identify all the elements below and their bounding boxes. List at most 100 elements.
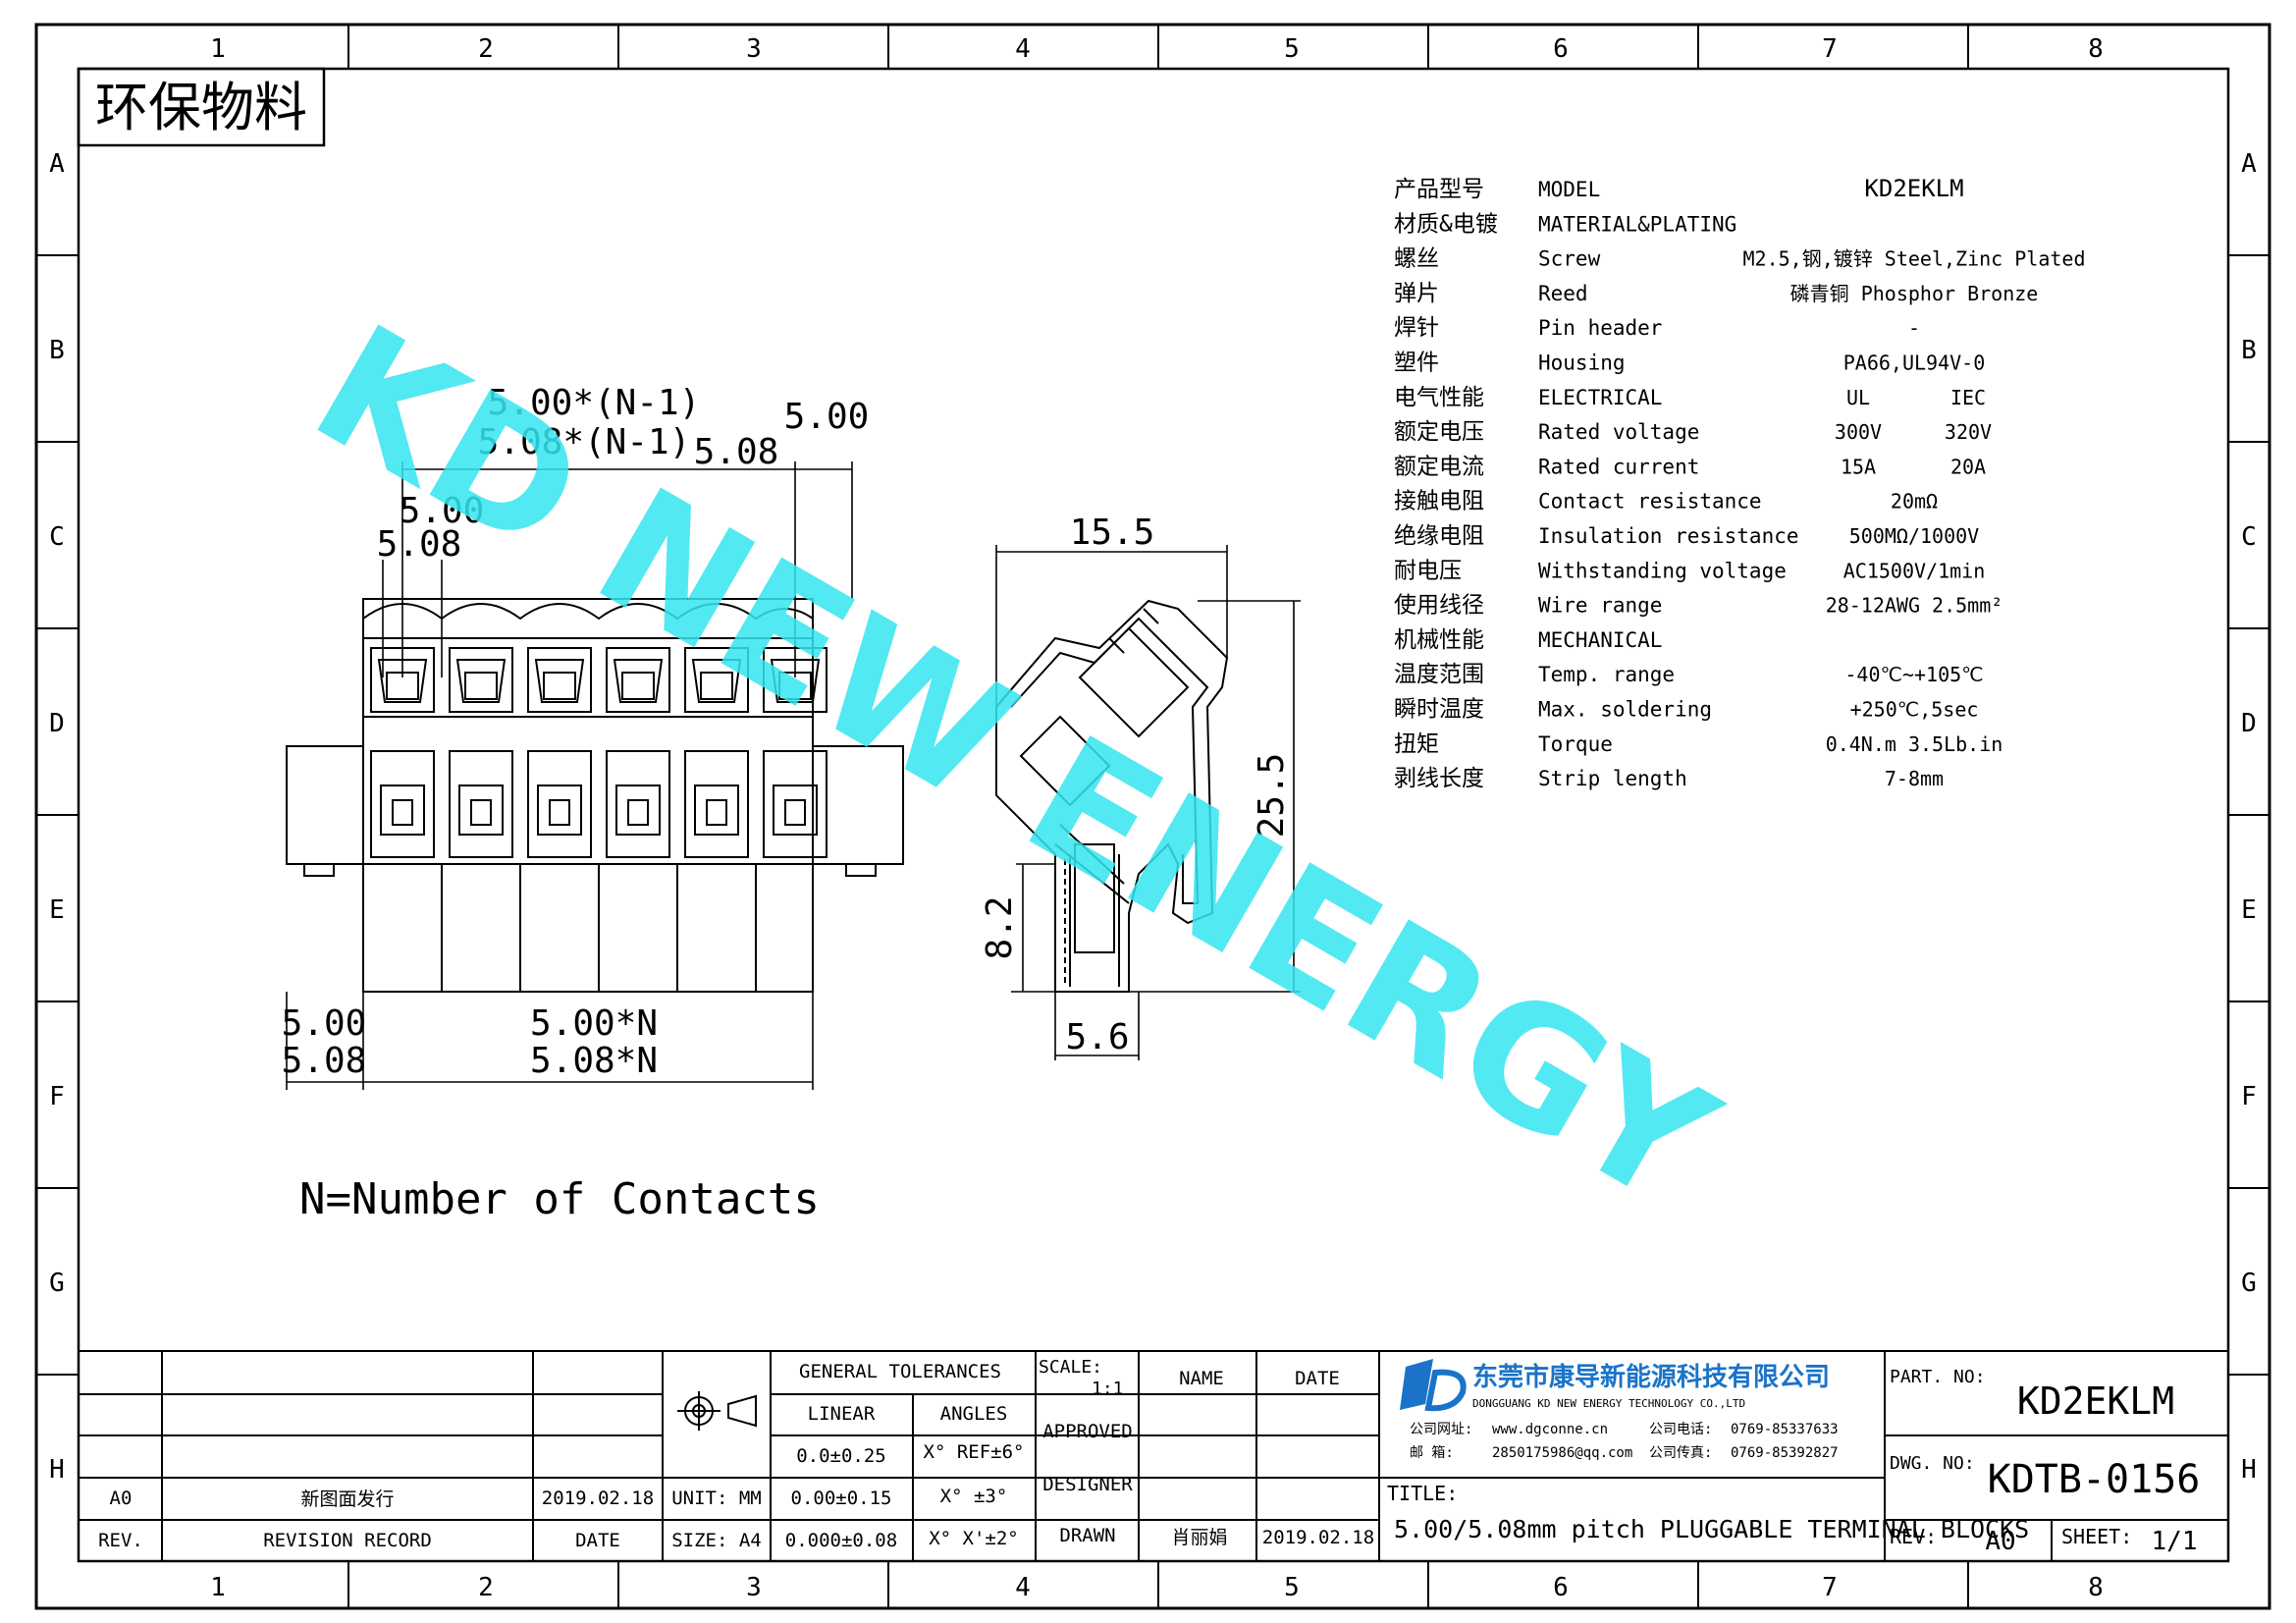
spec-value: 500MΩ/1000V (1849, 524, 1979, 548)
spec-label-cn: 温度范围 (1394, 662, 1484, 687)
dim-left-b: 5.08 (377, 524, 462, 565)
col-label-bottom: 8 (2088, 1573, 2104, 1602)
spec-label-cn: 电气性能 (1394, 385, 1484, 410)
terminal-screw-outline (534, 659, 585, 703)
linear-tol-1: 0.0±0.25 (796, 1445, 886, 1467)
spec-value: - (1908, 316, 1920, 340)
part-no-label: PART. NO: (1890, 1367, 1986, 1387)
wire-entry-detail (694, 784, 739, 836)
company-name-cn: 东莞市康导新能源科技有限公司 (1472, 1362, 1830, 1392)
dim-side-height: 25.5 (1252, 753, 1292, 839)
col-label-top: 8 (2088, 34, 2104, 64)
drawn-name: 肖丽娟 (1171, 1527, 1227, 1548)
col-label-bottom: 3 (746, 1573, 762, 1602)
wire-entry-detail (615, 784, 661, 836)
spec-label-cn: 焊针 (1394, 315, 1439, 341)
tel-label: 公司电话: (1649, 1422, 1712, 1437)
spec-label-en: Torque (1538, 732, 1613, 756)
spec-label-cn: 螺丝 (1394, 246, 1439, 272)
projection-symbol-icon (677, 1391, 757, 1431)
revision-record-header: REVISION RECORD (263, 1530, 432, 1551)
col-label-bottom: 1 (210, 1573, 226, 1602)
row-label-right: E (2241, 895, 2257, 925)
spec-value: 20mΩ (1891, 490, 1938, 514)
terminal-screw-outline (770, 659, 821, 703)
spec-label-cn: 塑件 (1394, 351, 1439, 376)
terminal-screw-window (606, 647, 670, 713)
rev-value: A0 (1985, 1527, 2015, 1556)
spec-label-cn: 弹片 (1394, 281, 1439, 306)
spec-label-cn: 材质&电镀 (1394, 211, 1498, 237)
angle-tol-1: X° REF±6° (924, 1441, 1025, 1463)
dim-bottom-b: 5.08*N (530, 1041, 658, 1081)
spec-label-en: ELECTRICAL (1538, 386, 1662, 409)
col-label-bottom: 5 (1284, 1573, 1300, 1602)
row-label-left: F (49, 1082, 65, 1111)
watermark: KD NEW ENERGY (285, 289, 1745, 1244)
approved-label: APPROVED (1042, 1421, 1133, 1442)
spec-value: PA66,UL94V-0 (1843, 352, 1986, 375)
dim-pin-length: 8.2 (980, 895, 1020, 959)
drawing-title: 5.00/5.08mm pitch PLUGGABLE TERMINAL BLO… (1394, 1515, 2029, 1543)
col-label-bottom: 4 (1015, 1573, 1031, 1602)
spec-value: -40℃~+105℃ (1844, 663, 1983, 686)
row-label-right: F (2241, 1082, 2257, 1111)
terminal-screw-outline (691, 659, 742, 703)
spec-label-cn: 耐电压 (1394, 558, 1462, 583)
row-label-right: A (2241, 149, 2257, 179)
eco-label-box (77, 67, 326, 147)
spec-label-en: MODEL (1538, 178, 1600, 201)
web-label: 公司网址: (1410, 1422, 1472, 1437)
spec-label-en: Withstanding voltage (1538, 559, 1787, 582)
spec-value: AC1500V/1min (1843, 559, 1986, 582)
date-header-2: DATE (1295, 1368, 1340, 1389)
spec-value: KD2EKLM (1864, 175, 1963, 202)
dim-top-pitch-b: 5.08*(N-1) (478, 422, 691, 462)
row-label-right: G (2241, 1269, 2257, 1298)
col-label-bottom: 7 (1822, 1573, 1838, 1602)
row-label-left: H (49, 1455, 65, 1485)
spec-label-en: Max. soldering (1538, 698, 1712, 722)
unit-label: UNIT: MM (671, 1488, 762, 1509)
part-no: KD2EKLM (2017, 1380, 2174, 1423)
company-tel: 0769-85337633 (1731, 1422, 1839, 1437)
dim-side-width: 15.5 (1070, 513, 1155, 553)
col-label-top: 1 (210, 34, 226, 64)
spec-label-en: Pin header (1538, 316, 1662, 340)
col-label-bottom: 2 (478, 1573, 494, 1602)
col-label-bottom: 6 (1553, 1573, 1569, 1602)
scale-value: 1:1 (1092, 1379, 1124, 1399)
spec-value: 0.4N.m 3.5Lb.in (1826, 732, 2003, 756)
wire-entry (449, 750, 513, 858)
spec-label-cn: 绝缘电阻 (1394, 523, 1484, 549)
revision-date: 2019.02.18 (542, 1488, 654, 1509)
row-label-right: H (2241, 1455, 2257, 1485)
col-label-top: 4 (1015, 34, 1031, 64)
side-view-drawing (995, 599, 1229, 993)
spec-value: 28-12AWG 2.5mm² (1826, 594, 2003, 618)
designer-label: DESIGNER (1042, 1474, 1133, 1495)
dim-top-pitch-a: 5.00*(N-1) (488, 383, 701, 423)
row-label-left: A (49, 149, 65, 179)
terminal-screw-outline (455, 659, 507, 703)
front-dimension-lines (286, 461, 853, 1090)
spec-value-ul: 15A (1841, 455, 1876, 478)
spec-value: 7-8mm (1885, 767, 1944, 790)
spec-value: +250℃,5sec (1850, 698, 1979, 722)
dim-pitch-b: 5.08 (694, 432, 779, 472)
spec-label-en: Insulation resistance (1538, 524, 1799, 548)
col-label-top: 3 (746, 34, 762, 64)
spec-label-cn: 剥线长度 (1394, 766, 1484, 791)
spec-value-ul: UL (1846, 386, 1870, 409)
spec-label-cn: 产品型号 (1394, 177, 1484, 202)
angle-tol-2: X° ±3° (940, 1486, 1008, 1507)
dim-edge-a: 5.00 (784, 397, 870, 437)
spec-label-en: Strip length (1538, 767, 1687, 790)
terminal-screw-outline (377, 659, 428, 703)
title-label: TITLE: (1387, 1482, 1458, 1505)
spec-label-cn: 扭矩 (1394, 731, 1439, 757)
company-website: www.dgconne.cn (1492, 1422, 1608, 1437)
spec-value-ul: 300V (1835, 420, 1882, 444)
spec-label-en: Temp. range (1538, 663, 1675, 686)
